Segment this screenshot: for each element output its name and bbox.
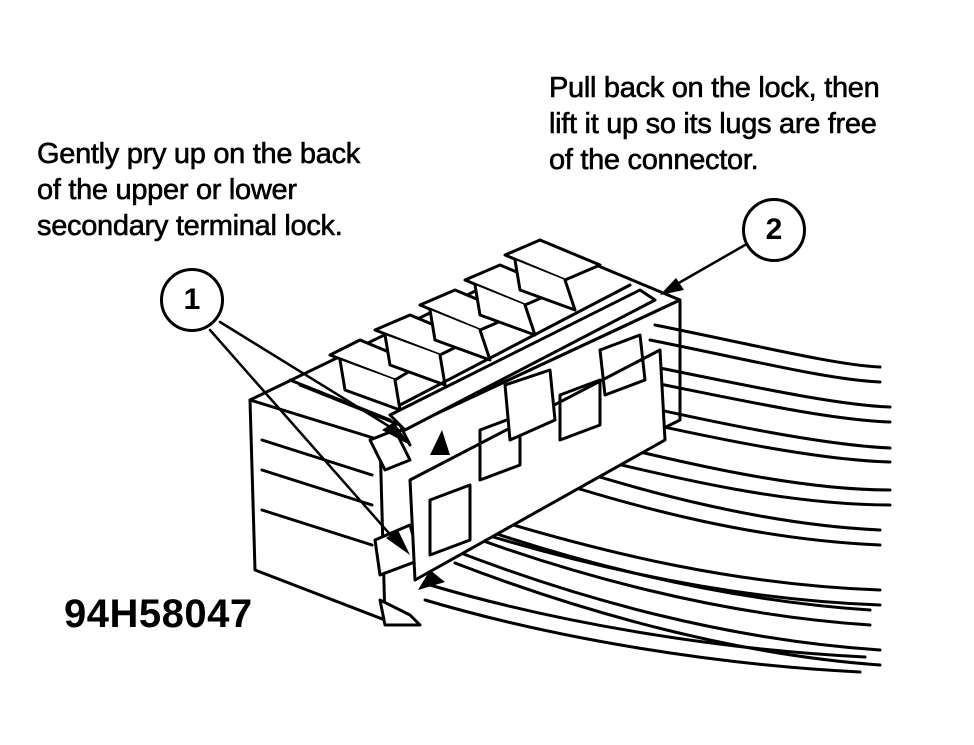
instruction-step-1-line-2: of the upper or lower: [37, 174, 298, 207]
secondary-lock: [368, 283, 657, 577]
instruction-step-1-line-3: secondary terminal lock.: [37, 210, 343, 243]
callout-leaders: [208, 243, 747, 542]
connector-face: [408, 333, 667, 582]
connector-ribs: [328, 238, 602, 412]
instruction-step-2-line-3: of the connector.: [549, 144, 759, 177]
instruction-step-1: Gently pry up on the back of the upper o…: [37, 136, 361, 244]
instruction-step-1-line-1: Gently pry up on the back: [37, 138, 361, 171]
instruction-step-2: Pull back on the lock, then lift it up s…: [549, 70, 880, 178]
instruction-step-2-line-1: Pull back on the lock, then: [549, 72, 880, 105]
connector-body: [248, 248, 682, 627]
arrowheads: [382, 278, 684, 590]
callout-1-number: 1: [183, 283, 201, 316]
callout-1: 1: [160, 268, 224, 332]
callout-2-number: 2: [765, 213, 783, 246]
callout-2: 2: [742, 198, 806, 262]
instruction-step-2-line-2: lift it up so its lugs are free: [549, 108, 877, 141]
figure-code: 94H58047: [64, 592, 253, 636]
